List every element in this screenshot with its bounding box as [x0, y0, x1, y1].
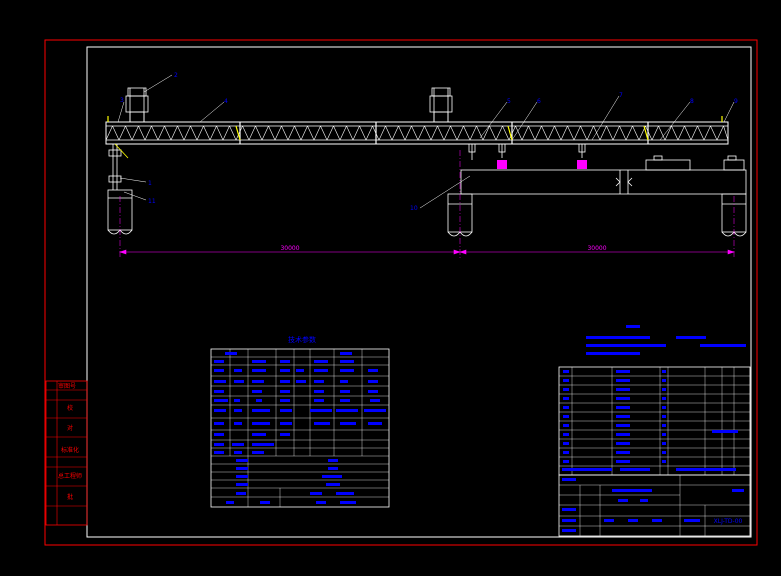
balloon-9: 9 — [734, 98, 738, 105]
balloon-8: 8 — [690, 98, 694, 105]
truss-girder — [105, 116, 729, 145]
balloon-1: 1 — [148, 180, 152, 187]
stamp-label-review-no: 审图号 — [58, 382, 76, 390]
balloon-11: 11 — [148, 198, 156, 205]
dimension-right: 30000 — [587, 245, 606, 252]
balloon-numbers: 1 2 3 4 5 6 7 8 9 10 11 — [120, 72, 738, 212]
balloon-3: 3 — [120, 97, 124, 104]
inner-border — [86, 46, 752, 538]
leader-lines — [117, 74, 735, 209]
hook-assemblies — [468, 143, 586, 160]
title-block: XLJ-TD-00 — [558, 474, 751, 537]
trolley-right — [429, 87, 453, 123]
balloon-6: 6 — [537, 98, 541, 105]
binding-strip: 审图号 校 对 标准化 总工程师 批 — [45, 380, 88, 526]
stamp-label-standard: 标准化 — [61, 446, 79, 454]
stamp-label-proof: 对 — [67, 424, 73, 432]
balloon-7: 7 — [619, 92, 623, 99]
spec-table: 技术参数 — [210, 335, 390, 508]
balloon-10: 10 — [410, 205, 418, 212]
stamp-label-approve: 批 — [67, 493, 73, 501]
stamp-label-check: 校 — [67, 404, 73, 412]
outer-frame — [44, 39, 758, 546]
notes-block — [586, 325, 746, 355]
load-block-2 — [577, 160, 587, 169]
parts-list — [558, 366, 751, 476]
bridge-beam — [447, 155, 747, 237]
stamp-label-chief: 总工程师 — [58, 472, 82, 480]
spec-table-title: 技术参数 — [288, 335, 316, 344]
dimension-left: 30000 — [280, 245, 299, 252]
drawing-number: XLJ-TD-00 — [714, 518, 743, 525]
trolley-left — [125, 87, 149, 123]
balloon-2: 2 — [174, 72, 178, 79]
load-block-1 — [497, 160, 507, 169]
balloon-4: 4 — [224, 98, 228, 105]
balloon-5: 5 — [507, 98, 511, 105]
dimension-line — [119, 249, 735, 255]
